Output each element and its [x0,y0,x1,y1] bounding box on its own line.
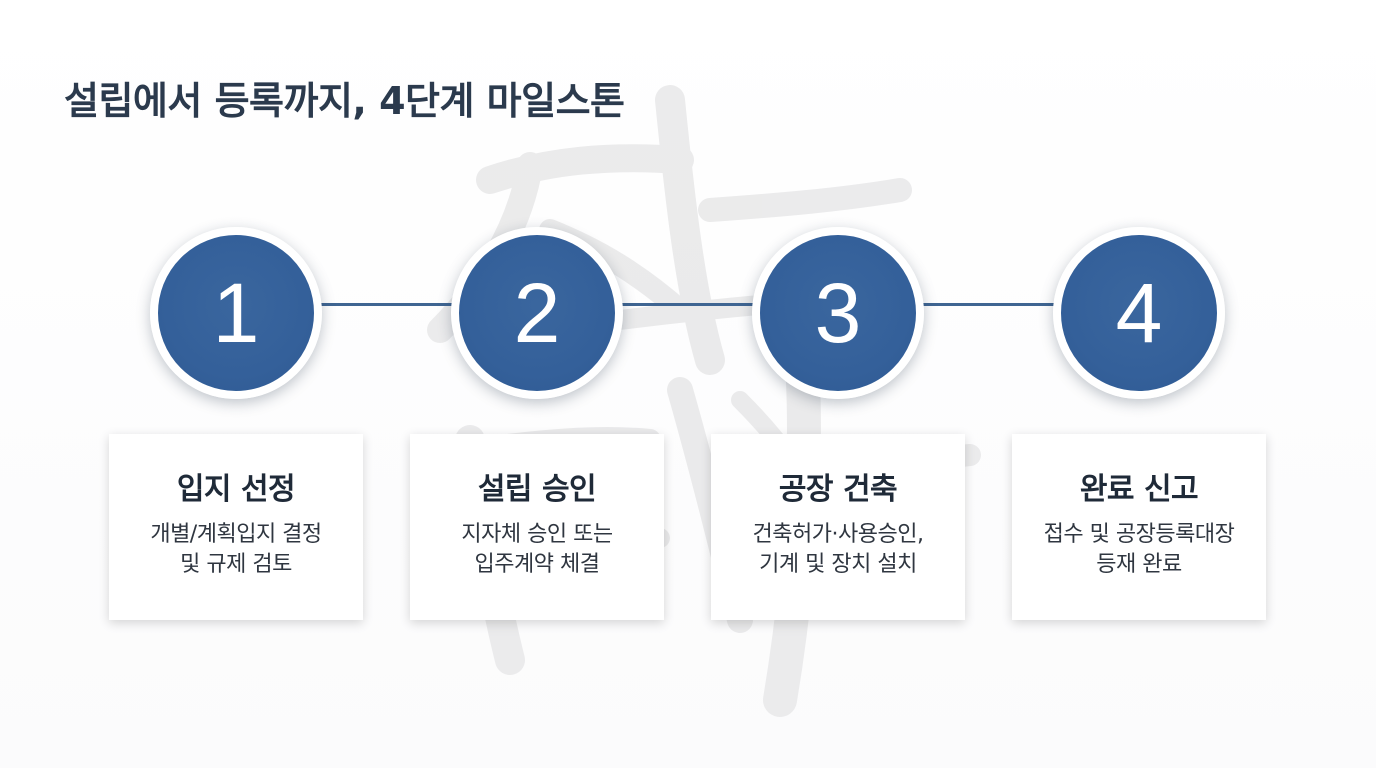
step-2-circle: 2 [451,227,623,399]
step-4-description-line-1: 접수 및 공장등록대장 [1043,522,1235,547]
step-1-description: 개별/계획입지 결정 및 규제 검토 [123,520,349,581]
step-3-number: 3 [814,266,862,360]
step-1-description-line-2: 및 규제 검토 [180,552,292,578]
timeline-connector-line [238,303,1141,306]
step-1-card: 입지 선정 개별/계획입지 결정 및 규제 검토 [109,434,363,620]
step-3-description-line-2: 기계 및 장치 설치 [759,552,917,578]
step-3-circle: 3 [752,227,924,399]
step-1-circle: 1 [150,227,322,399]
step-2-description: 지자체 승인 또는 입주계약 체결 [424,520,650,581]
step-4-description-line-2: 등재 완료 [1096,552,1182,578]
step-4-number: 4 [1115,266,1163,360]
step-3-description-line-1: 건축허가·사용승인, [752,522,924,547]
step-2-title: 설립 승인 [477,472,597,507]
step-4-description: 접수 및 공장등록대장 등재 완료 [1026,520,1252,581]
step-1-number: 1 [212,266,260,360]
step-2-description-line-1: 지자체 승인 또는 [461,522,613,547]
step-1-description-line-1: 개별/계획입지 결정 [150,522,322,547]
step-4-card: 완료 신고 접수 및 공장등록대장 등재 완료 [1012,434,1266,620]
step-2-description-line-2: 입주계약 체결 [474,552,600,578]
step-3-title: 공장 건축 [778,472,898,507]
step-3-card: 공장 건축 건축허가·사용승인, 기계 및 장치 설치 [711,434,965,620]
page-title: 설립에서 등록까지, 4단계 마일스톤 [64,79,625,123]
step-4-title: 완료 신고 [1079,472,1199,507]
step-2-card: 설립 승인 지자체 승인 또는 입주계약 체결 [410,434,664,620]
brush-watermark-icon [427,85,981,717]
step-2-number: 2 [513,266,561,360]
step-4-circle: 4 [1053,227,1225,399]
step-3-description: 건축허가·사용승인, 기계 및 장치 설치 [725,520,951,581]
step-1-title: 입지 선정 [176,472,296,507]
